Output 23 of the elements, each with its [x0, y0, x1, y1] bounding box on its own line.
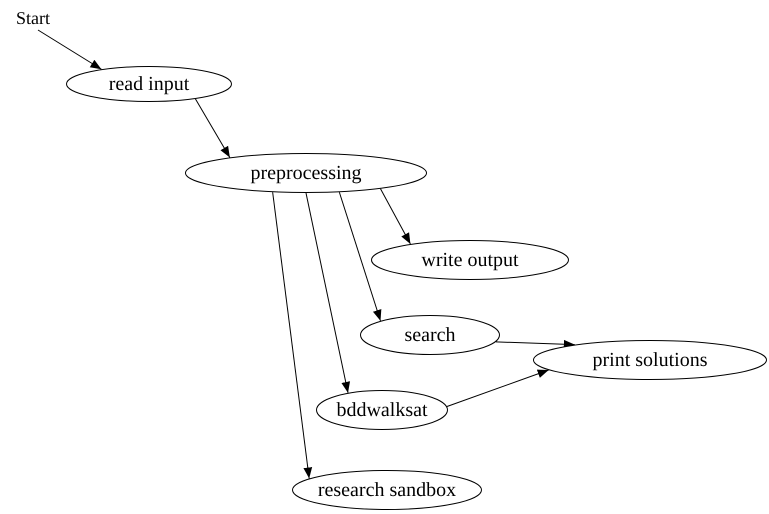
- node-label: search: [404, 325, 456, 345]
- arrow: [380, 188, 411, 245]
- arrow: [446, 370, 550, 408]
- process-ellipse: [292, 470, 482, 510]
- process-ellipse: [360, 315, 500, 355]
- process-ellipse: [371, 240, 569, 280]
- node-label: bddwalksat: [336, 400, 428, 420]
- arrow: [306, 192, 350, 394]
- node-label: write output: [421, 250, 519, 270]
- node-label: print solutions: [592, 350, 708, 370]
- process-ellipse: [533, 340, 767, 380]
- node-label: research sandbox: [318, 480, 456, 500]
- process-ellipse: [66, 66, 232, 102]
- arrow: [495, 340, 576, 349]
- node-label: preprocessing: [250, 163, 362, 183]
- arrow: [272, 192, 312, 480]
- start-label: Start: [16, 9, 50, 27]
- node-label: read input: [108, 74, 190, 94]
- process-ellipse: [185, 153, 427, 193]
- arrow: [194, 98, 230, 158]
- arrow: [38, 30, 102, 70]
- arrow: [338, 192, 382, 322]
- process-ellipse: [316, 390, 448, 430]
